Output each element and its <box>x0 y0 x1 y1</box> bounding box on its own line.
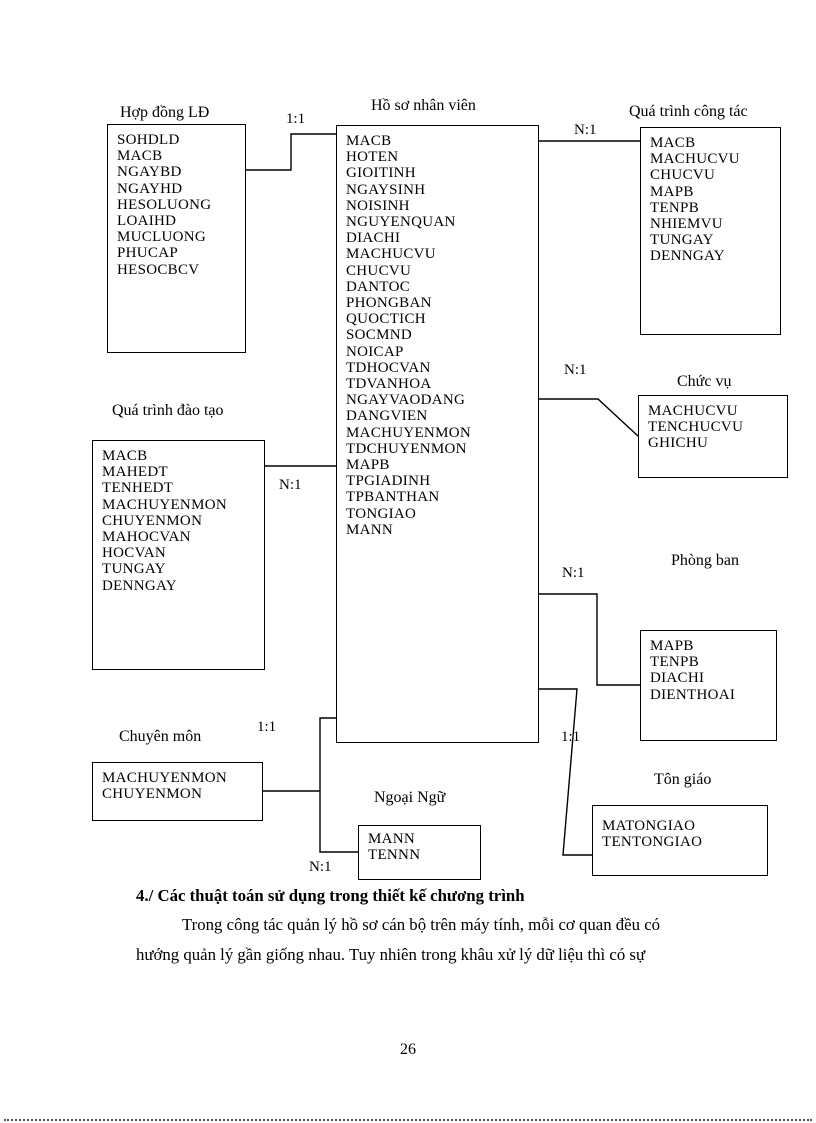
relation-label-chuyenmon-hoso: 1:1 <box>257 719 277 735</box>
entity-field: MACB <box>102 448 148 464</box>
entity-field: TENPB <box>650 654 700 671</box>
entity-field: CHUYENMON <box>102 512 203 529</box>
entity-field: MUCLUONG <box>117 229 207 246</box>
entity-field: CHUCVU <box>346 262 412 279</box>
entity-field: DANGVIEN <box>346 408 428 425</box>
entity-title-ngoaingu: Ngoại Ngữ <box>374 789 446 806</box>
entity-title-tongiao: Tôn giáo <box>654 771 712 788</box>
entity-field: NHIEMVU <box>650 216 723 233</box>
entity-field: GHICHU <box>648 435 709 452</box>
entity-field: TONGIAO <box>346 505 417 522</box>
entity-title-chuyenmon: Chuyên môn <box>119 728 202 745</box>
entity-field: MACHUYENMON <box>102 770 227 786</box>
entity-field: SOHDLD <box>117 132 180 148</box>
entity-field: NGUYENQUAN <box>346 214 456 231</box>
paragraph-line-1: Trong công tác quản lý hồ sơ cán bộ trên… <box>182 915 661 934</box>
entity-field: NGAYBD <box>117 164 182 181</box>
page-bottom-dotted-rule <box>4 1119 812 1121</box>
entity-field: DIACHI <box>346 230 401 247</box>
entity-field: MANN <box>368 831 416 847</box>
entity-field: MACHUYENMON <box>102 496 227 513</box>
entity-field: MAHOCVAN <box>102 529 191 546</box>
entity-field: NOICAP <box>346 343 404 360</box>
entity-field: NOISINH <box>346 197 410 214</box>
entity-field: PHONGBAN <box>346 295 432 312</box>
entity-field: MAPB <box>650 183 694 200</box>
entity-field: TPBANTHAN <box>346 489 440 506</box>
entity-title-hoso: Hồ sơ nhân viên <box>371 97 476 114</box>
section-heading: 4./ Các thuật toán sử dụng trong thiết k… <box>136 886 525 905</box>
entity-field: NGAYSINH <box>346 181 426 198</box>
entity-field: TENPB <box>650 199 700 216</box>
relation-label-hoso-tongiao: 1:1 <box>561 729 581 745</box>
entity-field: TENCHUCVU <box>648 419 744 436</box>
entity-field: GIOITINH <box>346 165 416 182</box>
relation-label-hoso-congtac: N:1 <box>574 122 597 138</box>
entity-field: NGAYHD <box>117 180 183 197</box>
relation-label-hopdong-hoso: 1:1 <box>286 111 306 127</box>
entity-field: HOCVAN <box>102 545 167 562</box>
connector-hopdong-hoso <box>246 133 336 171</box>
entity-field: SOCMND <box>346 327 412 344</box>
entity-field: DANTOC <box>346 278 411 295</box>
entity-field: TPGIADINH <box>346 473 431 490</box>
entity-field: DENNGAY <box>650 248 725 265</box>
entity-field: MACB <box>117 148 163 165</box>
paragraph-line-2: hướng quản lý gần giống nhau. Tuy nhiên … <box>136 945 646 964</box>
entity-field: DIACHI <box>650 670 705 687</box>
entity-field: DIENTHOAI <box>650 686 736 703</box>
entity-field: TDHOCVAN <box>346 359 431 376</box>
entity-field: TDCHUYENMON <box>346 440 467 457</box>
entity-field: TDVANHOA <box>346 376 432 393</box>
entity-field: HESOCBCV <box>117 261 200 278</box>
entity-field: PHUCAP <box>117 245 178 262</box>
entity-title-hopdong: Hợp đồng LĐ <box>120 104 210 121</box>
relation-label-daotao-hoso: N:1 <box>279 477 302 493</box>
entity-field: MACB <box>650 135 696 151</box>
entity-title-congtac: Quá trình công tác <box>629 103 748 120</box>
entity-field: MACHUCVU <box>650 151 740 168</box>
entity-field: NGAYVAODANG <box>346 392 466 409</box>
page-number: 26 <box>400 1041 416 1058</box>
relation-label-hoso-ngoaingu: N:1 <box>309 859 332 875</box>
connector-hoso-tongiao <box>539 688 592 856</box>
entity-field: MATONGIAO <box>602 818 696 834</box>
relation-label-hoso-phongban: N:1 <box>562 565 585 581</box>
relation-label-hoso-chucvu: N:1 <box>564 362 587 378</box>
entity-field: HESOLUONG <box>117 196 212 213</box>
entity-field: HOTEN <box>346 149 399 166</box>
entity-field: MACHUYENMON <box>346 424 471 441</box>
entity-field: MACB <box>346 133 392 149</box>
entity-field: MACHUCVU <box>648 403 738 419</box>
entity-field: CHUCVU <box>650 167 716 184</box>
entity-field: TUNGAY <box>102 561 166 578</box>
entity-field: TENTONGIAO <box>602 834 703 851</box>
entity-field: CHUYENMON <box>102 786 203 803</box>
entity-field: MAPB <box>650 638 694 654</box>
entity-title-daotao: Quá trình đào tạo <box>112 402 224 419</box>
entity-field: MAHEDT <box>102 464 168 481</box>
connector-hoso-phongban <box>539 593 640 686</box>
entity-field: MAPB <box>346 457 390 474</box>
entity-field: DENNGAY <box>102 577 177 594</box>
entity-title-phongban: Phòng ban <box>671 552 739 569</box>
entity-field: LOAIHD <box>117 213 177 230</box>
entity-field: MACHUCVU <box>346 246 436 263</box>
entity-field: QUOCTICH <box>346 311 426 328</box>
entity-field: TENHEDT <box>102 480 174 497</box>
entity-title-chucvu: Chức vụ <box>677 373 732 390</box>
connector-hoso-chucvu <box>539 398 639 437</box>
entity-field: TENNN <box>368 847 421 864</box>
entity-field: TUNGAY <box>650 232 714 249</box>
entity-field: MANN <box>346 521 394 538</box>
